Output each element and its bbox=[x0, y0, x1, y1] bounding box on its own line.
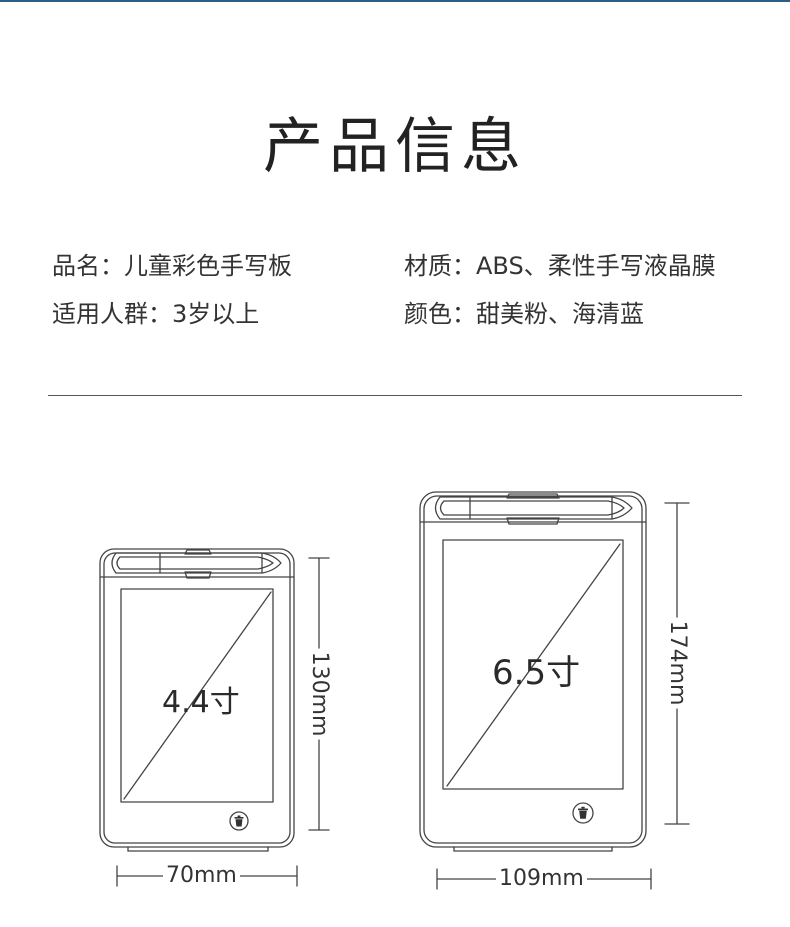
stylus-small bbox=[111, 552, 282, 574]
info-product-name-label: 品名： bbox=[52, 252, 124, 280]
tablet-large-body-inner bbox=[423, 495, 643, 844]
section-divider bbox=[48, 395, 742, 396]
stylus-small-clip-top bbox=[184, 549, 212, 555]
tablet-large-body bbox=[419, 491, 647, 848]
info-color-value: 甜美粉、海清蓝 bbox=[476, 300, 644, 328]
info-age-label: 适用人群： bbox=[52, 300, 172, 328]
stylus-large-clip-bottom bbox=[506, 517, 560, 525]
info-age: 适用人群：3岁以上 bbox=[52, 298, 259, 330]
trash-icon bbox=[578, 806, 588, 819]
tablet-large bbox=[419, 491, 647, 852]
tablet-small bbox=[99, 548, 295, 852]
tablet-small-screen-glare bbox=[123, 591, 272, 800]
info-product-name-value: 儿童彩色手写板 bbox=[124, 252, 292, 280]
tablet-small-body bbox=[99, 548, 295, 848]
trash-icon bbox=[234, 815, 244, 827]
info-product-name: 品名：儿童彩色手写板 bbox=[52, 250, 292, 282]
tablet-large-button bbox=[572, 802, 594, 824]
height-label-small: 130mm bbox=[307, 648, 332, 740]
info-color-label: 颜色： bbox=[404, 300, 476, 328]
width-label-small: 70mm bbox=[163, 865, 240, 887]
width-label-large: 109mm bbox=[496, 868, 587, 890]
stylus-small-clip-bottom bbox=[184, 571, 212, 579]
info-material-value: ABS、柔性手写液晶膜 bbox=[476, 252, 716, 280]
height-label-large: 174mm bbox=[665, 617, 690, 709]
tablet-large-screen bbox=[442, 539, 624, 790]
size-label-large: 6.5寸 bbox=[492, 653, 581, 693]
stylus-large-inner bbox=[439, 500, 625, 516]
info-color: 颜色：甜美粉、海清蓝 bbox=[404, 298, 644, 330]
tablet-small-screen bbox=[120, 588, 274, 803]
page-title: 产品信息 bbox=[263, 112, 527, 182]
size-label-small: 4.4寸 bbox=[162, 685, 240, 720]
stylus-small-inner bbox=[116, 556, 274, 570]
info-material-label: 材质： bbox=[404, 252, 476, 280]
tablet-small-button bbox=[229, 811, 249, 831]
tablet-large-screen-glare bbox=[446, 543, 621, 787]
stylus-large bbox=[434, 496, 633, 520]
stylus-large-clip-top bbox=[506, 493, 560, 499]
top-accent-border bbox=[0, 0, 790, 2]
info-material: 材质：ABS、柔性手写液晶膜 bbox=[404, 250, 716, 282]
info-age-value: 3岁以上 bbox=[172, 300, 260, 328]
